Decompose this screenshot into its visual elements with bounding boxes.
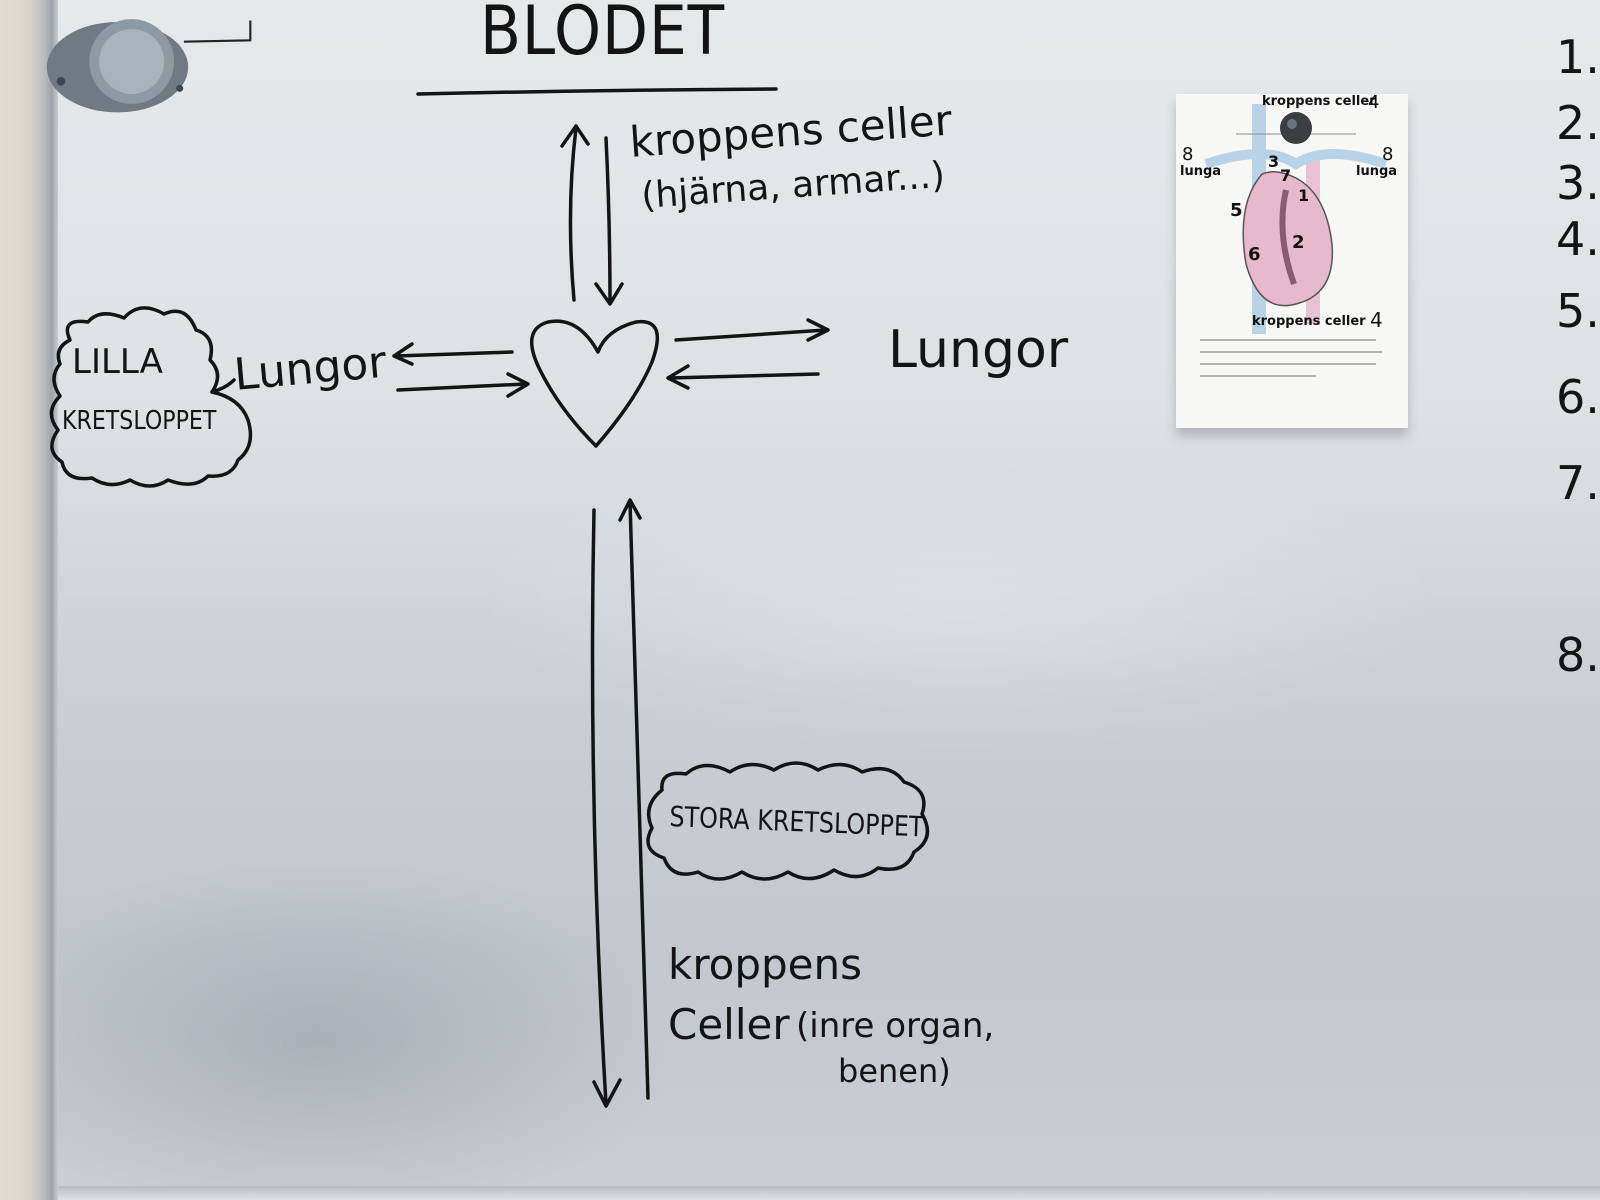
heart-icon (529, 319, 660, 448)
heart-diagram-handout: kroppens celler 4 8 lunga 8 lunga 3 7 1 … (1176, 92, 1408, 428)
handout-heart-number: 3 (1268, 152, 1280, 171)
bottom-cells-line2: Celler (668, 1000, 790, 1049)
cloud-stora (646, 761, 930, 881)
wall-fixture-icon (46, 19, 252, 113)
whiteboard-frame (0, 0, 58, 1200)
arrow-to-right-lungs (674, 318, 830, 342)
handout-heart-number: 2 (1292, 232, 1305, 253)
arrow-up-top (560, 124, 590, 302)
handout-right-label: lunga (1356, 164, 1398, 179)
bottom-cells-line1: kroppens (668, 940, 863, 989)
handout-bottom-number: 4 (1370, 308, 1383, 332)
arrow-to-left-lungs (392, 342, 514, 366)
bottom-cells-line3: (inre organ, (796, 1006, 995, 1046)
handout-left-label: lunga (1180, 164, 1222, 179)
arrow-down-bottom (590, 508, 622, 1108)
handout-top-number: 4 (1368, 92, 1380, 113)
list-number: 6. (1556, 370, 1600, 424)
handout-bottom-label: kroppens celler (1252, 314, 1366, 329)
cloud-lilla (49, 306, 253, 488)
handout-heart-number: 7 (1280, 166, 1292, 185)
list-number: 4. (1556, 212, 1600, 266)
handout-top-label: kroppens celler (1262, 94, 1376, 109)
handout-heart-number: 6 (1248, 244, 1261, 265)
list-number: 1. (1556, 30, 1600, 84)
arrow-up-bottom (618, 498, 650, 1100)
small-circulation-line1: LILLA (72, 342, 163, 382)
list-number: 3. (1556, 156, 1600, 210)
handout-left-number: 8 (1182, 144, 1194, 165)
bottom-cells-line4: benen) (838, 1052, 951, 1090)
handout-heart-number: 1 (1298, 186, 1310, 205)
list-number: 5. (1556, 284, 1600, 338)
handout-right-number: 8 (1382, 144, 1394, 165)
arrow-down-top (594, 136, 624, 306)
right-lungs-label: Lungor (888, 320, 1069, 380)
board-title: BLODET (480, 0, 726, 71)
marker-tray (58, 1186, 1600, 1200)
arrow-from-right-lungs (666, 364, 820, 390)
arrow-from-left-lungs (396, 372, 530, 398)
title-underline (416, 87, 778, 96)
handout-heart-number: 5 (1230, 200, 1243, 221)
list-number: 2. (1556, 96, 1600, 150)
heart-diagram-icon (1200, 104, 1388, 377)
small-circulation-line2: KRETSLOPPET (62, 406, 217, 436)
list-number: 8. (1556, 628, 1600, 682)
list-number: 7. (1556, 456, 1600, 510)
